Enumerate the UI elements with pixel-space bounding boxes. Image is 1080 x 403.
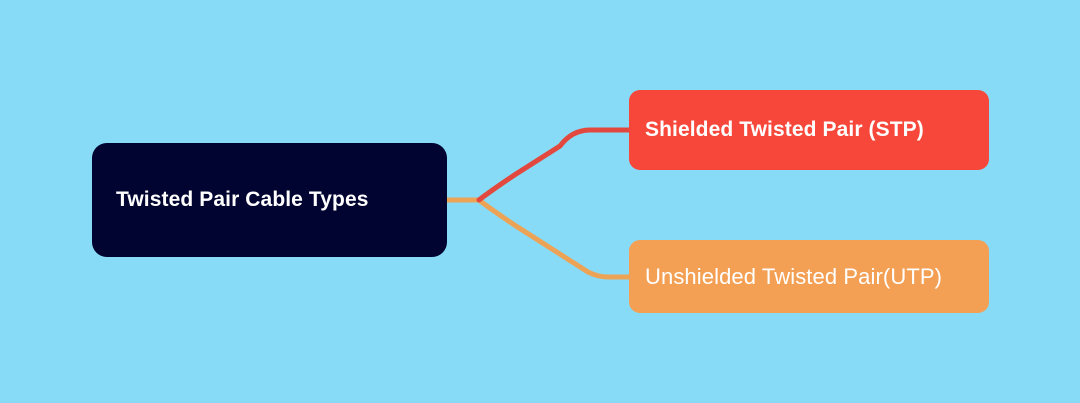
connector-to-stp — [476, 127, 637, 203]
branch-node-stp-label: Shielded Twisted Pair (STP) — [645, 118, 924, 141]
root-node[interactable]: Twisted Pair Cable Types — [92, 143, 447, 257]
connector-to-utp — [476, 197, 637, 280]
root-node-label: Twisted Pair Cable Types — [116, 188, 369, 211]
branch-node-utp[interactable]: Unshielded Twisted Pair(UTP) — [629, 240, 989, 313]
branch-node-utp-label: Unshielded Twisted Pair(UTP) — [645, 263, 943, 289]
branch-node-stp[interactable]: Shielded Twisted Pair (STP) — [629, 90, 989, 170]
